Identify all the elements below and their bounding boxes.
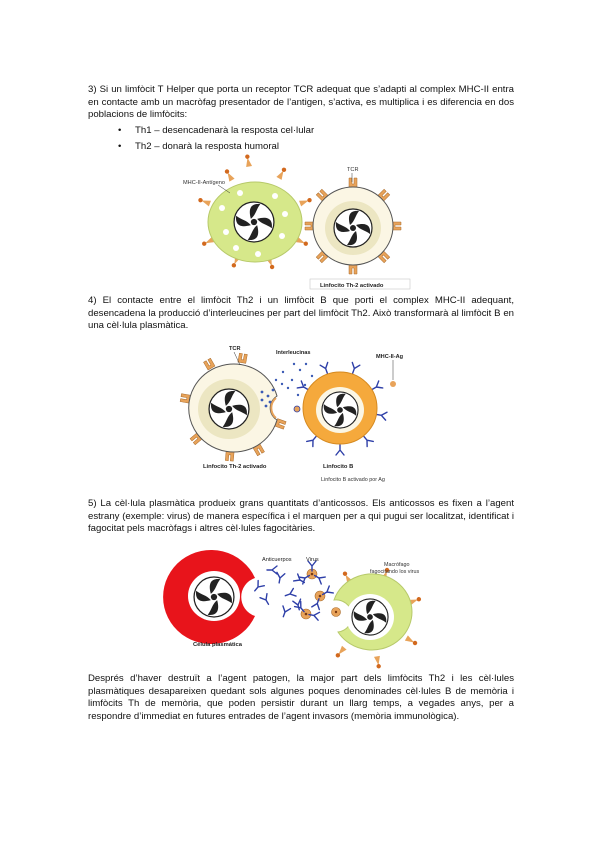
figure-3-virus-label: Virus: [306, 557, 319, 563]
plasma-cell: [163, 550, 255, 644]
figure-2-caption-b: Linfocito B: [323, 464, 353, 470]
figure-1-macrophage-lymphocyte: MHC-II-Antígeno TCR Linfocito Th-2 activ…: [183, 153, 411, 290]
macrophage-nucleus: [233, 201, 275, 243]
section-3-paragraph: 3) Si un limfòcit T Helper que porta un …: [88, 84, 514, 121]
vacuoles: [219, 190, 288, 257]
th2-nucleus: [208, 388, 250, 430]
virus-particles: [293, 560, 334, 621]
figure-2-mhc-label: MHC-II-Ag: [376, 354, 404, 360]
figure-1-tcr-label: TCR: [347, 167, 359, 173]
bullet-dot: •: [118, 141, 122, 152]
figure-2-interleukins-label: Interleucinas: [276, 350, 311, 356]
closing-paragraph: Després d’haver destruït a l’agent patog…: [88, 673, 514, 722]
figure-2-tcr-label: TCR: [229, 346, 241, 352]
figure-1-caption: Linfocito Th-2 activado: [320, 283, 384, 289]
figure-3-plasma-cell-macrophage: Célula plasmática Anticuerpos: [163, 550, 422, 669]
macrophage-cell: [197, 153, 313, 271]
figure-1-mhc-label: MHC-II-Antígeno: [183, 180, 225, 186]
bullet-th2-text: Th2 – donarà la resposta humoral: [135, 141, 279, 152]
free-antibodies: [251, 565, 308, 619]
phagocytic-macrophage: [331, 566, 422, 669]
macrophage-nucleus-2: [351, 598, 389, 636]
figure-2-caption-b-sub: Linfocito B activado por Ag: [321, 477, 385, 483]
figure-3-antibodies-label: Anticuerpos: [262, 557, 292, 563]
figure-2-th2-b-cell: TCR Interleucinas: [179, 346, 404, 483]
b-cell-nucleus: [321, 391, 359, 429]
th2-lymphocyte: [304, 177, 402, 275]
plasma-nucleus: [193, 576, 235, 618]
bullet-dot: •: [118, 125, 122, 136]
figure-3-macrophage-label-2: fagocitando los virus: [370, 569, 419, 575]
figure-3-caption-plasma: Célula plasmática: [193, 642, 243, 648]
interleukin-dots: [260, 362, 314, 408]
section-4-paragraph: 4) El contacte entre el limfòcit Th2 i u…: [88, 295, 514, 332]
bullet-th1: • Th1 – desencadenarà la resposta cel·lul…: [118, 125, 314, 138]
figure-2-caption-th2: Linfocito Th-2 activado: [203, 464, 267, 470]
bullet-th1-text: Th1 – desencadenarà la resposta cel·lula…: [135, 125, 315, 136]
bullet-th2: • Th2 – donarà la resposta humoral: [118, 141, 279, 154]
th2-activated-cell: [179, 352, 287, 462]
lymphocyte-nucleus: [333, 208, 373, 248]
section-5-paragraph: 5) La cèl·lula plasmàtica produeix grans…: [88, 498, 514, 535]
b-lymphocyte: [293, 361, 396, 456]
figure-3-macrophage-label-1: Macrófago: [384, 562, 409, 568]
